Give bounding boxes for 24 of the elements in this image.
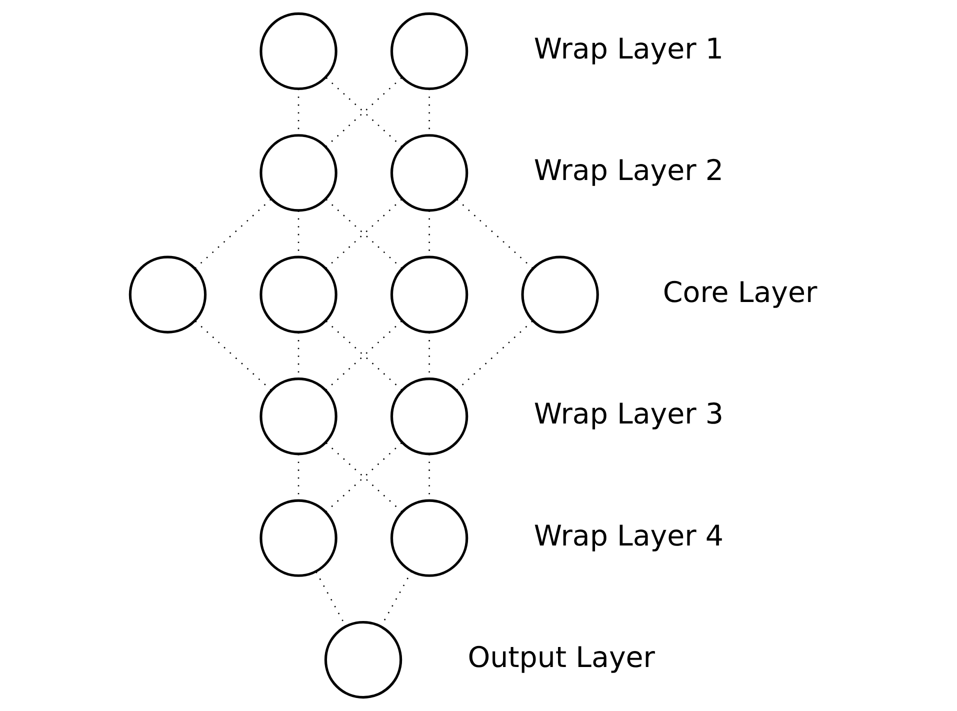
node-circle [390,134,468,212]
node-circle [390,499,468,577]
node-circle [128,256,207,334]
label: Wrap Layer 2 [534,154,724,188]
node-circle [521,256,599,334]
connector [195,320,272,391]
label: Core Layer [662,276,818,309]
label: Wrap Layer 4 [534,519,724,552]
connector [380,570,412,627]
node-circle [260,378,338,456]
label: Output Layer [468,641,656,674]
connector [456,199,534,269]
label: Wrap Layer 1 [534,32,724,66]
node-circle [260,134,338,212]
node-circle [324,620,402,699]
node-circle [260,256,338,334]
connector [194,199,272,269]
connector [456,320,533,391]
node-circle [260,499,338,577]
node-circle [260,12,338,90]
node-circle [390,256,468,334]
node-circle [390,378,468,456]
label: Wrap Layer 3 [534,398,724,431]
node-circle [390,12,468,90]
